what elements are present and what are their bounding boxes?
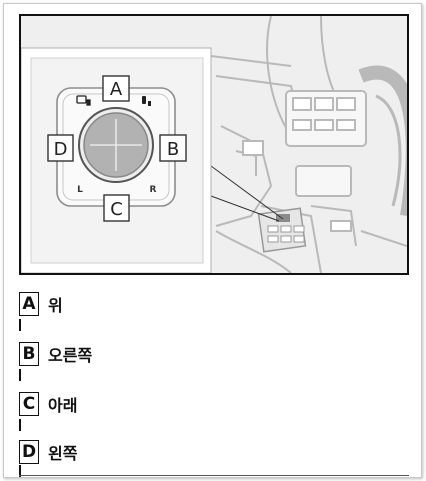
separator-tick [19,465,21,477]
switch-label-right: R [150,185,157,195]
separator-tick [19,369,21,381]
callout-box-c [103,194,130,222]
legend-item-b: B 오른쪽 [19,341,92,367]
legend-letter-c: C [19,392,39,416]
legend-text-a: 위 [48,296,63,315]
legend-item-c: C 아래 [19,391,77,417]
legend-letter-d: D [19,440,39,464]
callout-a: A [110,79,123,100]
legend-letter-a: A [19,292,39,316]
mirror-switch-illustration: A D B C L R [19,14,409,275]
bottom-rule [19,475,409,476]
legend-item-a: A 위 [19,291,63,317]
callout-c: C [110,199,123,220]
callout-box-b [159,134,187,162]
legend-item-d: D 왼쪽 [19,439,77,465]
legend-letter-b: B [19,342,39,366]
legend-text-b: 오른쪽 [48,346,93,365]
separator-tick [19,319,21,331]
dashboard-drawing [210,16,407,273]
callout-box-d [47,134,74,162]
switch-label-left: L [77,185,83,195]
legend-text-d: 왼쪽 [48,444,78,463]
callout-box-a [102,75,130,102]
callout-b: B [167,139,179,160]
leader-lines [210,165,284,222]
separator-tick [19,419,21,431]
callout-d: D [54,139,68,160]
right-mirror-icon [142,96,151,106]
legend-text-c: 아래 [48,396,78,415]
door-switch-panel [257,207,307,253]
left-mirror-icon [76,95,91,106]
